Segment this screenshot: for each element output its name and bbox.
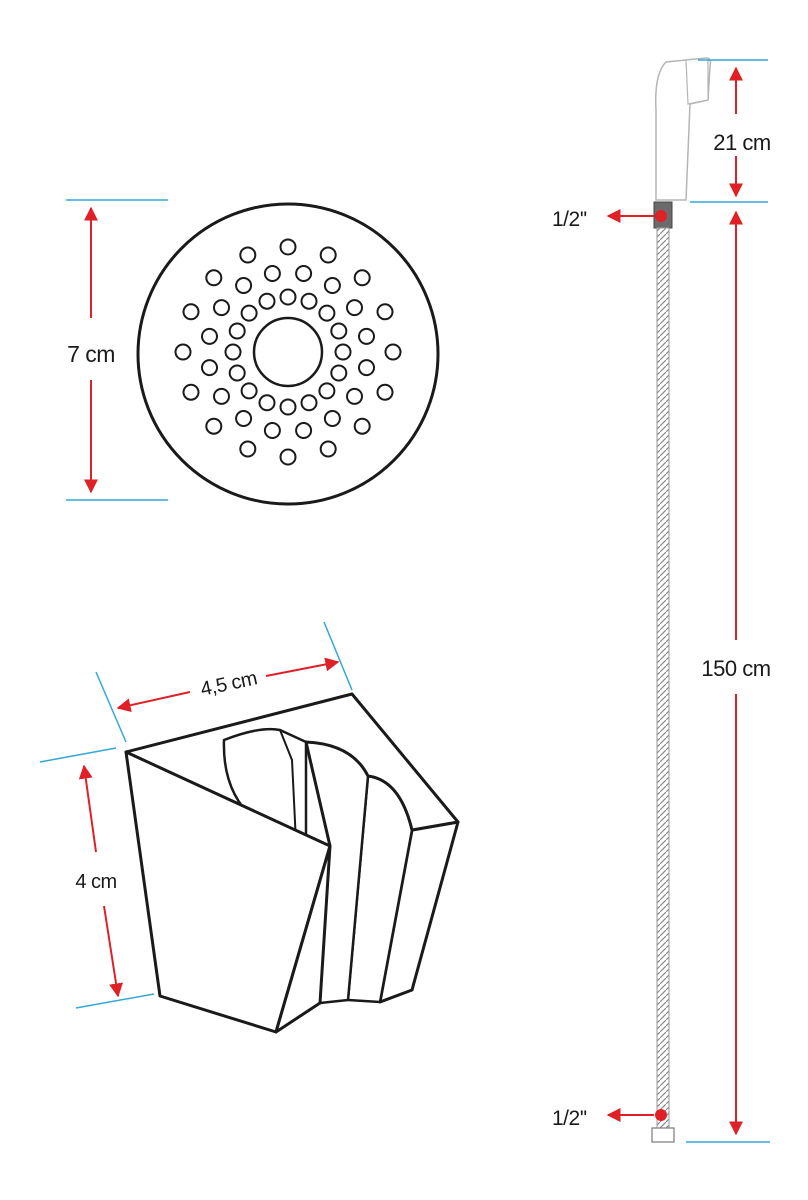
top-connector-dimension: 1/2'': [552, 208, 654, 231]
nozzle-hole: [240, 382, 258, 400]
nozzle-hole: [319, 246, 337, 264]
bottom-connector-nut: [651, 1127, 675, 1143]
hand-shower-length-dimension: 21 cm: [690, 59, 771, 203]
holder-width-label: 4,5 cm: [199, 667, 259, 700]
nozzle-hole: [228, 364, 246, 382]
nozzle-hole: [300, 394, 318, 412]
nozzle-hole: [353, 269, 371, 287]
bottom-connector-marker: [655, 1109, 667, 1121]
shower-hose: [651, 227, 675, 1143]
nozzle-hole: [235, 277, 253, 294]
nozzle-hole: [334, 343, 352, 361]
nozzle-hole: [279, 238, 297, 256]
nozzle-hole: [263, 265, 281, 282]
top-connector-marker: [655, 210, 667, 222]
nozzle-hole: [182, 383, 200, 401]
nozzle-hole: [319, 440, 337, 458]
shower-head-face: [136, 202, 440, 506]
hand-shower: [653, 57, 712, 229]
holder-height-label: 4 cm: [75, 871, 116, 893]
nozzle-hole: [224, 343, 242, 361]
head-diameter-label: 7 cm: [67, 341, 115, 367]
head-diameter-dimension: 7 cm: [66, 199, 168, 501]
nozzle-hole: [330, 322, 348, 340]
nozzle-hole: [239, 246, 257, 264]
nozzle-hole: [201, 327, 218, 345]
top-connector-label: 1/2'': [552, 208, 587, 231]
nozzle-hole: [318, 304, 336, 322]
nozzle-hole: [213, 387, 230, 405]
wall-holder: [124, 692, 460, 1034]
nozzle-hole: [295, 422, 313, 439]
nozzle-hole: [295, 265, 313, 282]
nozzle-hole: [323, 277, 341, 294]
nozzle-hole: [279, 288, 297, 306]
nozzle-hole: [376, 383, 394, 401]
nozzle-hole: [279, 448, 297, 466]
nozzle-hole: [174, 343, 192, 361]
nozzle-hole: [376, 303, 394, 321]
bottom-connector-label: 1/2'': [552, 1107, 587, 1130]
bottom-connector-dimension: 1/2'': [552, 1107, 654, 1130]
nozzle-hole: [258, 394, 276, 412]
nozzle-hole: [182, 303, 200, 321]
nozzle-hole: [318, 382, 336, 400]
nozzle-hole: [240, 304, 258, 322]
nozzle-hole: [346, 299, 363, 317]
nozzle-hole: [205, 417, 223, 435]
nozzle-hole: [358, 327, 375, 345]
hose-length-dimension: 150 cm: [686, 210, 771, 1143]
nozzle-hole: [205, 269, 223, 287]
nozzle-hole: [279, 398, 297, 416]
nozzle-hole: [300, 292, 318, 310]
nozzle-hole: [213, 299, 230, 317]
nozzle-hole: [358, 359, 375, 377]
nozzle-holes: [174, 238, 402, 466]
nozzle-hole: [228, 322, 246, 340]
hose-length-label: 150 cm: [701, 656, 770, 681]
nozzle-hole: [258, 292, 276, 310]
nozzle-hole: [201, 359, 218, 377]
nozzle-hole: [384, 343, 402, 361]
nozzle-hole: [330, 364, 348, 382]
nozzle-hole: [239, 440, 257, 458]
holder-height-dimension: 4 cm: [39, 747, 155, 1009]
nozzle-hole: [353, 417, 371, 435]
nozzle-hole: [263, 422, 281, 439]
hand-shower-length-label: 21 cm: [713, 130, 770, 155]
nozzle-hole: [323, 410, 341, 427]
nozzle-hole: [235, 410, 253, 427]
nozzle-hole: [346, 387, 363, 405]
